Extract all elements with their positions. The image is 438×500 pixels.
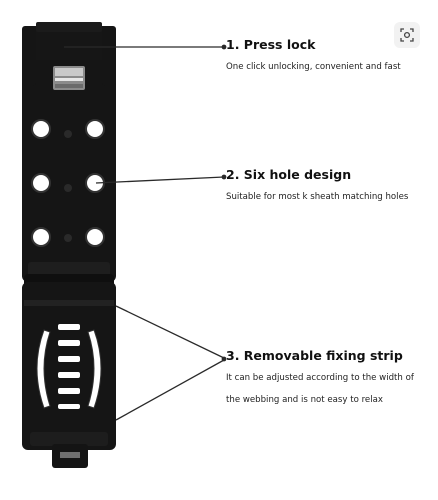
feature-press-lock: 1. Press lock One click unlocking, conve… (226, 37, 436, 77)
callout-line-six-hole (95, 176, 225, 184)
lower-plate (22, 282, 116, 468)
feature-title: 3. Removable fixing strip (226, 348, 403, 363)
feature-six-hole-design: 2. Six hole design Suitable for most k s… (226, 167, 436, 207)
callout-line-fixing-strip-upper (115, 305, 225, 359)
six-holes (31, 119, 105, 247)
callout-line-fixing-strip-lower (115, 359, 225, 421)
feature-description-line-2: the webbing and is not easy to relax (226, 395, 383, 405)
lens-search-button[interactable] (394, 22, 420, 48)
lens-search-icon (400, 28, 414, 42)
feature-title: 1. Press lock (226, 37, 316, 52)
upper-plate (22, 22, 116, 282)
feature-description: Suitable for most k sheath matching hole… (226, 192, 409, 202)
feature-removable-fixing-strip: 3. Removable fixing strip It can be adju… (226, 348, 436, 410)
feature-description: One click unlocking, convenient and fast (226, 62, 401, 72)
callout-lines (64, 44, 227, 421)
feature-description-line-1: It can be adjusted according to the widt… (226, 373, 414, 383)
feature-title: 2. Six hole design (226, 167, 352, 182)
